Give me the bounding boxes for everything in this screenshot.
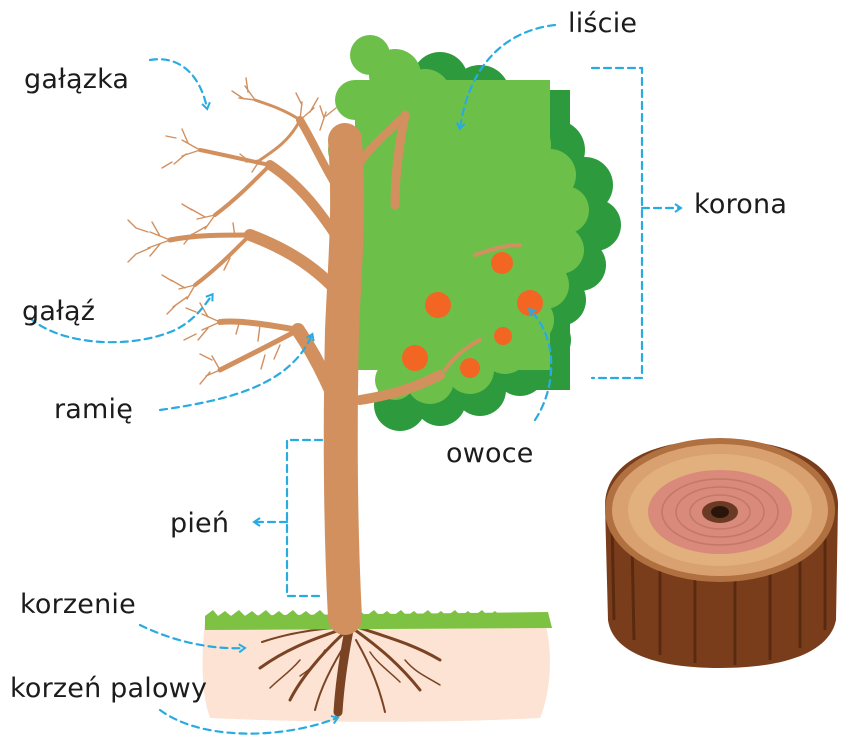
soil [203, 615, 550, 721]
label-branch: gałąź [22, 298, 95, 325]
label-fruits: owoce [446, 440, 534, 467]
trunk-bracket [287, 440, 322, 596]
label-roots: korzenie [20, 591, 136, 618]
label-crown: korona [694, 191, 787, 218]
label-taproot: korzeń palowy [10, 675, 207, 702]
label-leaves: liście [568, 10, 637, 37]
label-trunk: pień [170, 510, 229, 537]
limb-arrow [160, 335, 312, 410]
label-twig: gałązka [24, 66, 129, 93]
tree-stump [605, 438, 838, 668]
label-limb: ramię [54, 396, 133, 423]
grass [205, 610, 552, 630]
twig-arrow [150, 59, 207, 108]
